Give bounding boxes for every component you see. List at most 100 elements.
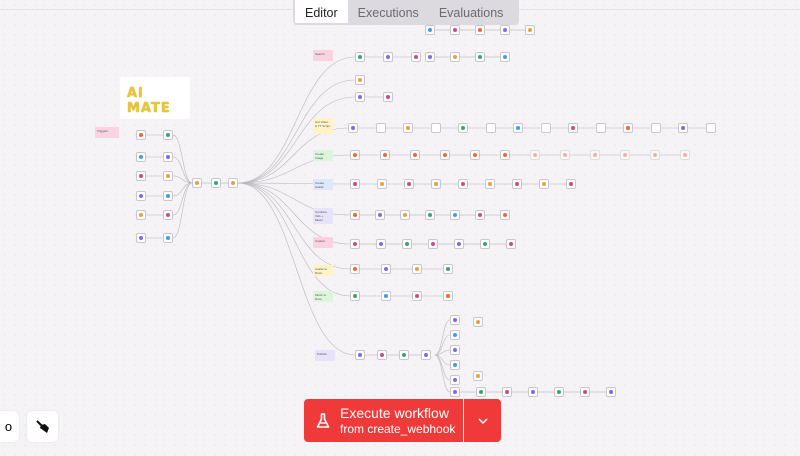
workflow-node[interactable] <box>530 150 540 160</box>
workflow-node[interactable] <box>381 264 391 274</box>
workflow-node[interactable] <box>412 264 422 274</box>
workflow-node[interactable] <box>350 150 360 160</box>
workflow-node[interactable] <box>399 350 409 360</box>
tab-executions[interactable]: Executions <box>357 6 419 20</box>
workflow-node[interactable] <box>136 130 146 140</box>
sticky-note[interactable]: Triggers <box>95 127 119 138</box>
sticky-note[interactable]: Music to Drive <box>313 291 333 302</box>
sticky-note[interactable]: Caption <box>313 237 333 248</box>
workflow-node[interactable] <box>475 25 485 35</box>
workflow-node[interactable] <box>502 387 512 397</box>
workflow-node[interactable] <box>485 123 496 133</box>
workflow-node[interactable] <box>678 123 688 133</box>
workflow-node[interactable] <box>450 387 460 397</box>
workflow-node[interactable] <box>431 179 441 189</box>
workflow-node[interactable] <box>350 239 360 249</box>
workflow-node[interactable] <box>136 191 146 201</box>
workflow-node[interactable] <box>163 130 173 140</box>
workflow-node[interactable] <box>136 233 146 243</box>
workflow-node[interactable] <box>450 360 460 370</box>
workflow-node[interactable] <box>350 179 360 189</box>
workflow-node[interactable] <box>485 179 495 189</box>
sticky-note[interactable]: Publish <box>315 350 335 361</box>
workflow-node[interactable] <box>355 350 365 360</box>
logo-sticky-note[interactable]: AI MATE <box>120 77 190 119</box>
workflow-node[interactable] <box>375 123 386 133</box>
workflow-node[interactable] <box>163 171 173 181</box>
workflow-node[interactable] <box>192 178 202 188</box>
workflow-node[interactable] <box>450 375 460 385</box>
workflow-node[interactable] <box>425 52 435 62</box>
workflow-node[interactable] <box>500 25 510 35</box>
workflow-node[interactable] <box>163 191 173 201</box>
workflow-node[interactable] <box>475 52 485 62</box>
workflow-node[interactable] <box>623 123 633 133</box>
workflow-node[interactable] <box>680 150 690 160</box>
workflow-node[interactable] <box>403 123 413 133</box>
workflow-node[interactable] <box>580 387 590 397</box>
workflow-node[interactable] <box>475 210 485 220</box>
workflow-node[interactable] <box>554 387 564 397</box>
execute-options-dropdown[interactable] <box>464 399 501 442</box>
tidy-up-button[interactable] <box>27 411 58 442</box>
workflow-node[interactable] <box>381 291 391 301</box>
workflow-node[interactable] <box>377 350 387 360</box>
workflow-node[interactable] <box>450 210 460 220</box>
workflow-node[interactable] <box>348 123 358 133</box>
workflow-node[interactable] <box>421 350 431 360</box>
workflow-node[interactable] <box>211 178 221 188</box>
workflow-node[interactable] <box>458 179 468 189</box>
workflow-node[interactable] <box>402 239 412 249</box>
workflow-node[interactable] <box>595 123 606 133</box>
workflow-node[interactable] <box>443 291 453 301</box>
sticky-note[interactable]: Create Avatar <box>313 179 333 190</box>
workflow-node[interactable] <box>443 264 453 274</box>
workflow-node[interactable] <box>500 150 510 160</box>
workflow-node[interactable] <box>430 123 441 133</box>
workflow-node[interactable] <box>400 210 410 220</box>
tab-evaluations[interactable]: Evaluations <box>438 6 504 20</box>
workflow-node[interactable] <box>540 123 551 133</box>
workflow-node[interactable] <box>528 387 538 397</box>
workflow-node[interactable] <box>450 330 460 340</box>
workflow-node[interactable] <box>650 123 661 133</box>
execute-main[interactable]: Execute workflow from create_webhook <box>304 399 464 442</box>
workflow-node[interactable] <box>525 25 535 35</box>
workflow-node[interactable] <box>512 179 522 189</box>
workflow-node[interactable] <box>350 264 360 274</box>
workflow-node[interactable] <box>355 75 365 85</box>
execute-workflow-button[interactable]: Execute workflow from create_webhook <box>304 399 501 442</box>
workflow-node[interactable] <box>376 239 386 249</box>
workflow-node[interactable] <box>606 387 616 397</box>
workflow-node[interactable] <box>350 210 360 220</box>
workflow-node[interactable] <box>383 92 393 102</box>
workflow-node[interactable] <box>350 291 360 301</box>
workflow-node[interactable] <box>136 171 146 181</box>
workflow-node[interactable] <box>568 123 578 133</box>
workflow-node[interactable] <box>650 150 660 160</box>
workflow-node[interactable] <box>163 210 173 220</box>
workflow-node[interactable] <box>375 210 385 220</box>
tab-editor[interactable]: Editor <box>295 0 348 23</box>
workflow-node[interactable] <box>163 152 173 162</box>
workflow-node[interactable] <box>136 210 146 220</box>
workflow-node[interactable] <box>458 123 468 133</box>
workflow-node[interactable] <box>473 371 483 381</box>
workflow-node[interactable] <box>377 179 387 189</box>
sticky-note[interactable]: Combine Vids + Music <box>313 208 333 224</box>
workflow-node[interactable] <box>476 387 486 397</box>
workflow-node[interactable] <box>500 210 510 220</box>
workflow-node[interactable] <box>440 150 450 160</box>
sticky-note[interactable]: Avatar to Drive <box>313 265 333 276</box>
workflow-node[interactable] <box>411 52 421 62</box>
workflow-node[interactable] <box>590 150 600 160</box>
sticky-note[interactable]: Get Video & TT Script <box>313 118 333 134</box>
workflow-node[interactable] <box>428 239 438 249</box>
workflow-node[interactable] <box>425 210 435 220</box>
workflow-node[interactable] <box>513 123 523 133</box>
workflow-node[interactable] <box>383 52 393 62</box>
workflow-node[interactable] <box>355 52 365 62</box>
sticky-note[interactable]: Search <box>313 50 333 61</box>
workflow-node[interactable] <box>404 179 414 189</box>
